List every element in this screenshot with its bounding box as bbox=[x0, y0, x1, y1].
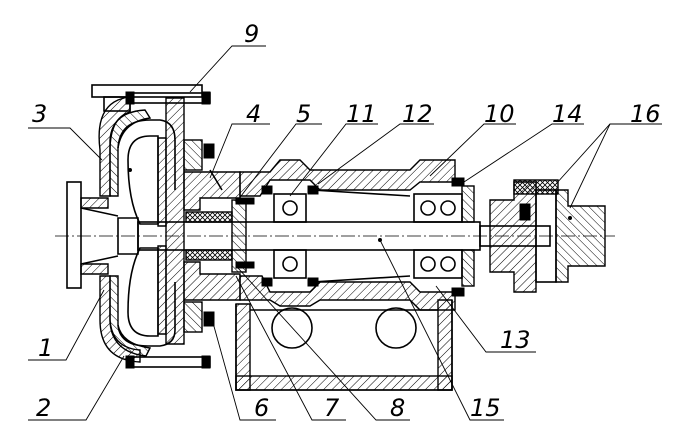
callout-1: 1 bbox=[38, 334, 53, 362]
callout-14: 14 bbox=[552, 100, 583, 128]
callout-12: 12 bbox=[402, 100, 433, 128]
bearing-left bbox=[261, 185, 319, 287]
inlet-nozzle bbox=[66, 181, 119, 289]
callout-16: 16 bbox=[630, 100, 661, 128]
callout-10: 10 bbox=[484, 100, 515, 128]
bearing-right bbox=[413, 177, 475, 297]
callout-2: 2 bbox=[36, 394, 51, 422]
callout-9: 9 bbox=[244, 20, 259, 48]
leader-lines bbox=[28, 45, 662, 421]
callout-15: 15 bbox=[470, 394, 501, 422]
callout-5: 5 bbox=[296, 100, 311, 128]
callout-3: 3 bbox=[32, 100, 47, 128]
stuffing-box bbox=[183, 169, 255, 301]
callout-13: 13 bbox=[500, 326, 531, 354]
casing-cover bbox=[125, 91, 215, 369]
callout-11: 11 bbox=[346, 100, 377, 128]
coupling bbox=[489, 179, 606, 293]
pump-base bbox=[235, 299, 453, 391]
callout-8: 8 bbox=[390, 394, 405, 422]
volute-casing bbox=[91, 84, 203, 363]
callout-4: 4 bbox=[246, 100, 261, 128]
bearing-housing bbox=[239, 159, 456, 311]
callout-7: 7 bbox=[324, 394, 340, 422]
callout-6: 6 bbox=[254, 394, 269, 422]
